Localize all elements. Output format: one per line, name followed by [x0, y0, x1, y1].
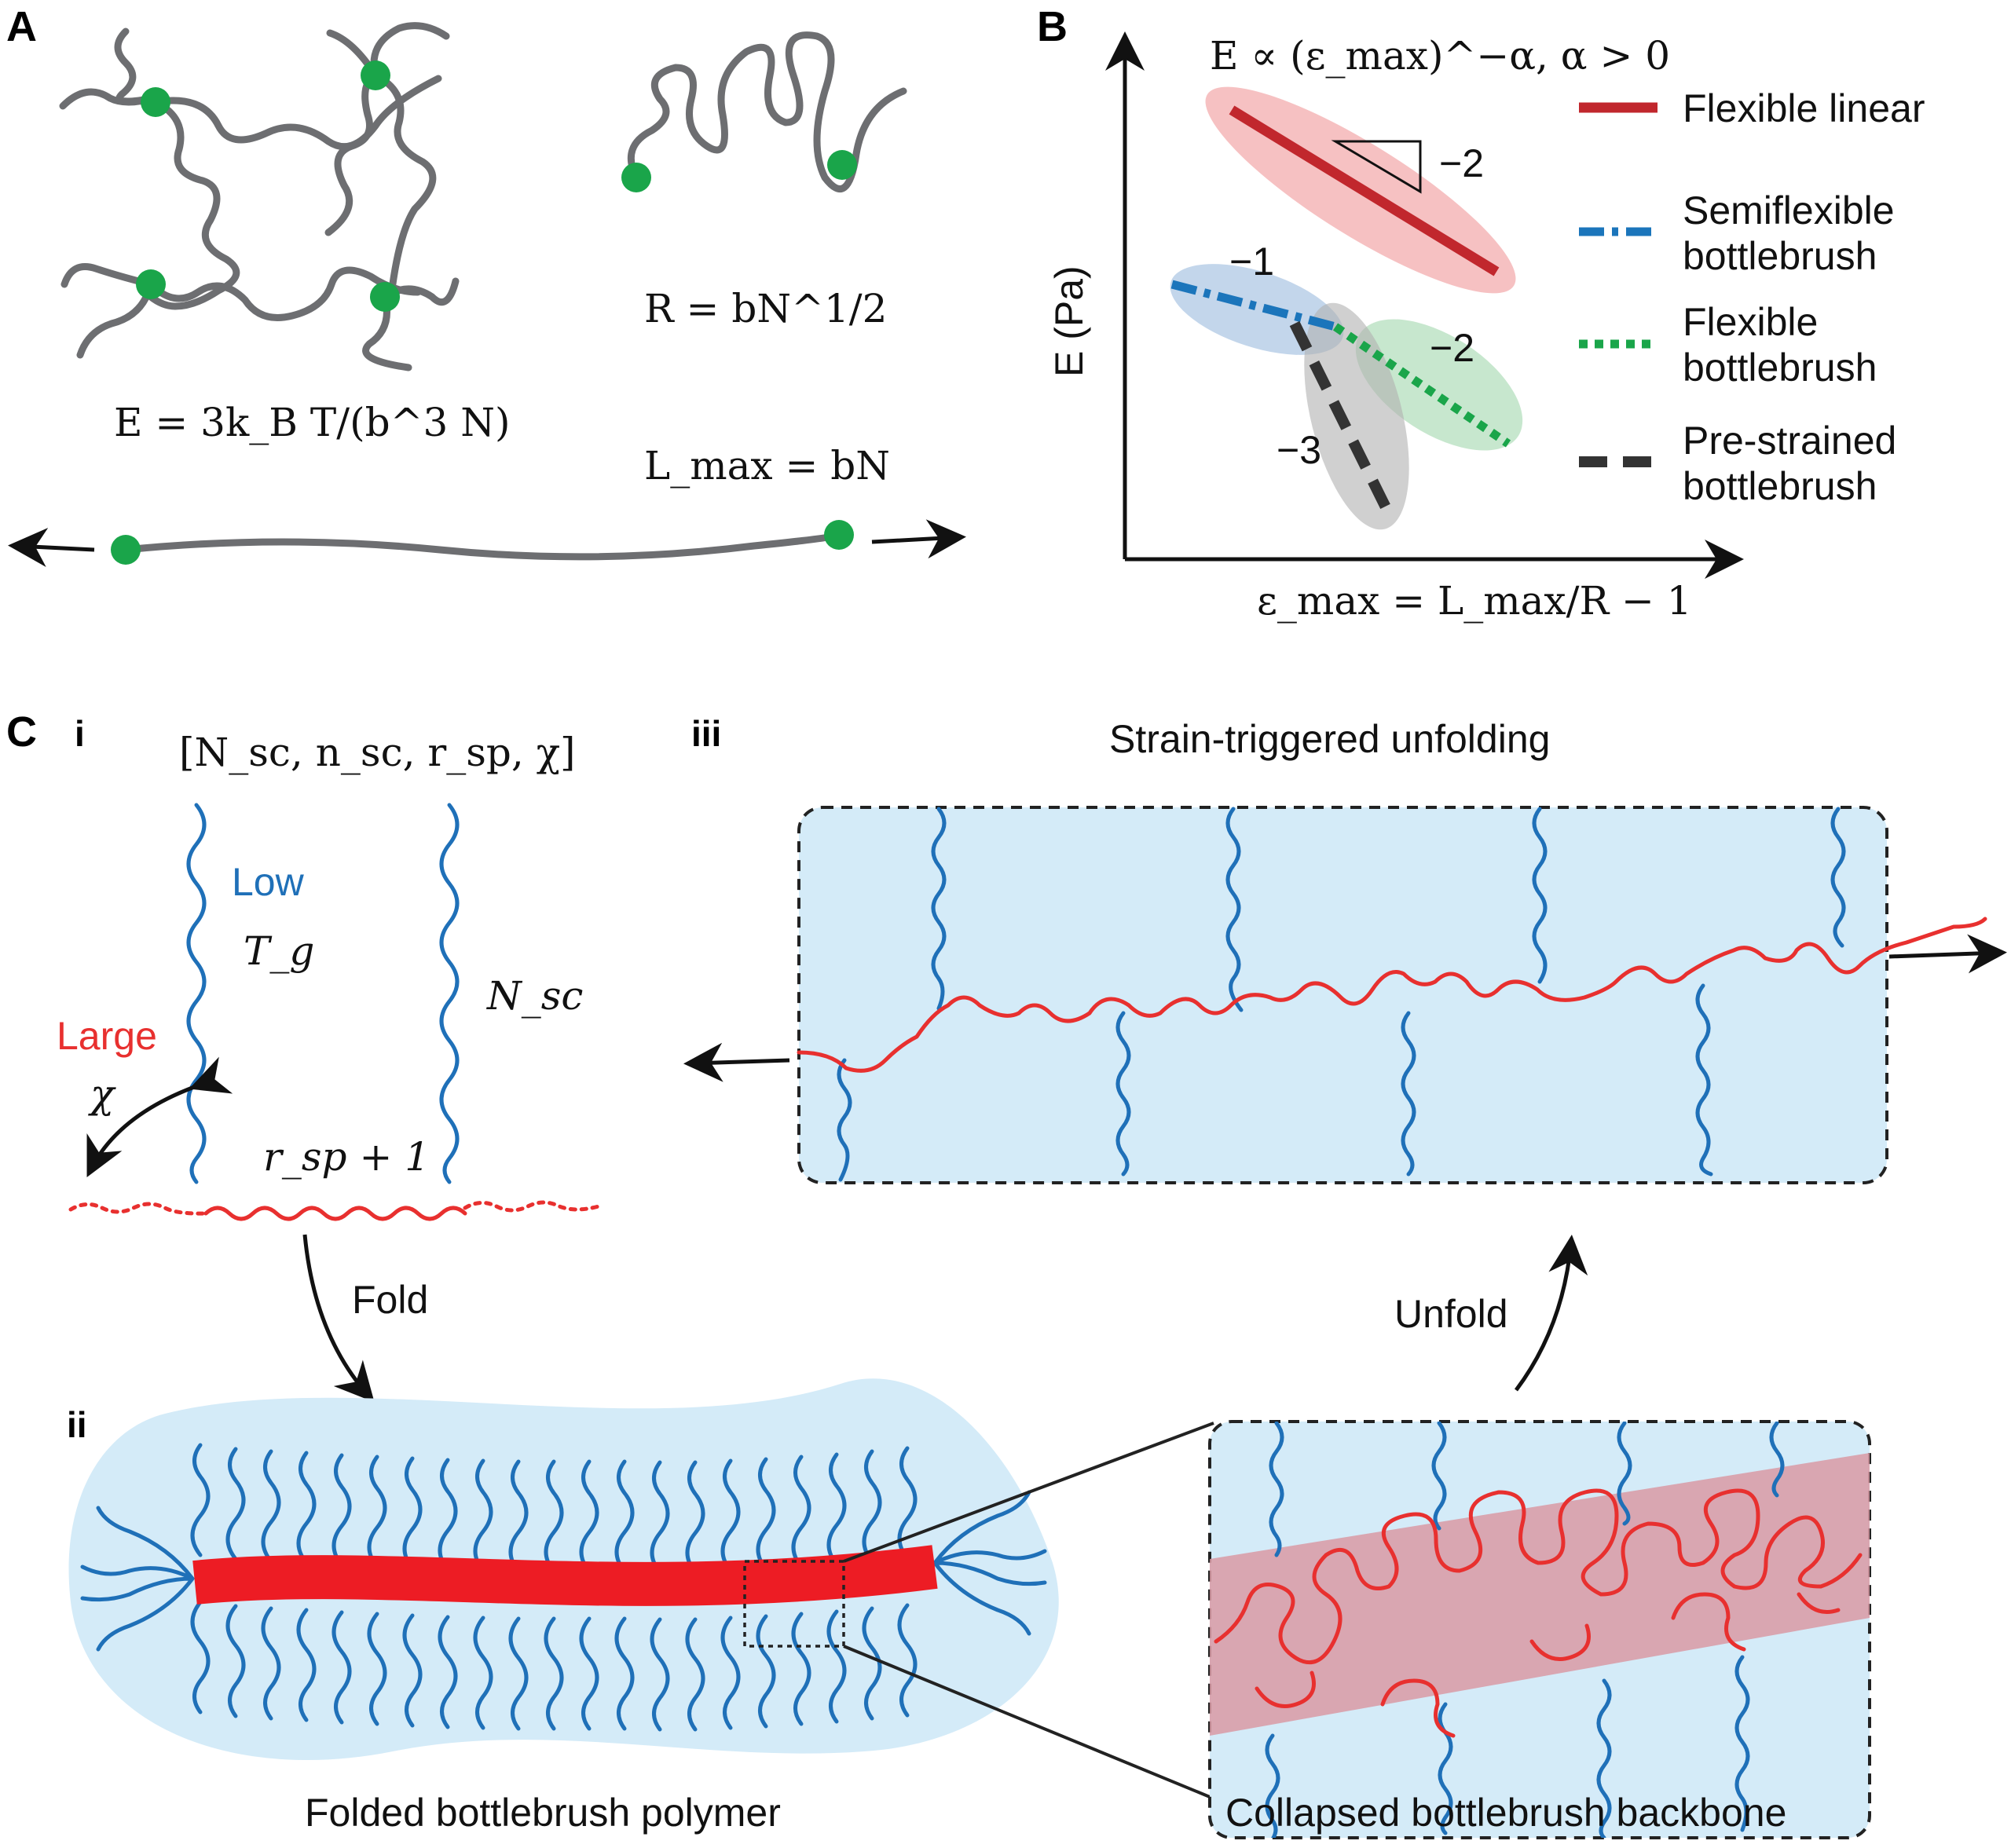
sub-iii-label: iii	[691, 713, 721, 754]
backbone-segment	[203, 1206, 467, 1221]
tg-label: T_g	[244, 928, 314, 974]
backbone-continuation-right	[463, 1200, 601, 1213]
collapsed-backbone	[1214, 1488, 1863, 1665]
panel-b-label: B	[1037, 3, 1068, 50]
legend-flexible-1: Flexible	[1683, 300, 1818, 344]
zoom-line-bottom	[843, 1645, 1214, 1800]
random-coil	[621, 31, 907, 192]
parameter-set: [N_sc, n_sc, r_sp, χ]	[179, 730, 576, 775]
chain-end-node	[111, 535, 141, 565]
contour-length-equation: L_max = bN	[644, 443, 890, 489]
prestrained-line	[1289, 320, 1397, 523]
zoom-line-top	[843, 1422, 1214, 1563]
unfold-arrow	[1514, 1235, 1588, 1392]
chain-end-node	[827, 150, 857, 180]
network-modulus-equation: E = 3k_B T/(b^3 N)	[114, 400, 511, 445]
flexible-bb-region	[1355, 319, 1523, 451]
panel-b: B E ∝ (ε_max)^−α, α > 0 E (Pa) ε_max = L…	[1037, 3, 1925, 624]
legend-flexible-2: bottlebrush	[1683, 346, 1877, 390]
panel-a-label: A	[6, 3, 37, 50]
stretched-chain	[8, 519, 966, 567]
collapsed-backbone-loops	[1255, 1592, 1841, 1738]
slope-linear: −2	[1439, 141, 1484, 185]
folded-caption: Folded bottlebrush polymer	[305, 1791, 781, 1835]
pull-left-arrow	[8, 528, 95, 567]
crosslink-node	[361, 60, 390, 90]
side-chain	[186, 803, 207, 1184]
unfolding-title: Strain-triggered unfolding	[1109, 717, 1550, 761]
flexible-linear-line	[1229, 105, 1500, 276]
legend-prestrained-1: Pre-strained	[1683, 419, 1896, 463]
sub-i-label: i	[75, 713, 85, 754]
collapsed-caption: Collapsed bottlebrush backbone	[1225, 1791, 1786, 1835]
legend-prestrained-2: bottlebrush	[1683, 464, 1877, 508]
fold-arrow	[302, 1234, 375, 1403]
polymer-network	[59, 22, 460, 371]
backbone-continuation-left	[68, 1202, 208, 1216]
pull-right-arrow	[871, 519, 966, 559]
side-chain	[439, 803, 460, 1184]
panel-c: C i iii ii [N_sc, n_sc, r_sp, χ] Low T_g…	[6, 708, 2007, 1839]
flexible-bb-line	[1332, 323, 1511, 448]
pull-left-arrow	[683, 1042, 790, 1082]
nsc-label: N_sc	[486, 973, 583, 1019]
chain-end-node	[621, 163, 651, 192]
unfolded-network-box	[797, 806, 1888, 1184]
collapsed-backbone-inner	[1210, 1422, 1870, 1838]
slope-triangle	[1331, 140, 1422, 194]
folded-side-chains	[80, 1443, 1047, 1732]
semiflexible-line	[1170, 280, 1337, 331]
unfold-label: Unfold	[1394, 1292, 1508, 1336]
sub-ii-label: ii	[67, 1404, 87, 1445]
legend-semiflexible-1: Semiflexible	[1683, 188, 1895, 232]
x-axis-label: ε_max = L_max/R − 1	[1257, 578, 1692, 624]
crosslink-node	[136, 269, 166, 299]
unfolded-side-chains	[837, 807, 1846, 1182]
pull-right-arrow	[1888, 934, 2007, 974]
panel-a: A E = 3k_B T/(b^3 N) R = bN^1/	[6, 3, 966, 567]
slope-prestrained: −3	[1277, 428, 1321, 472]
coil-size-equation: R = bN^1/2	[644, 286, 887, 331]
angle-arrow	[86, 1056, 233, 1177]
panel-c-label: C	[6, 708, 37, 756]
y-axis-label: E (Pa)	[1047, 265, 1091, 377]
slope-semiflexible: −1	[1229, 240, 1274, 284]
prestrained-region	[1304, 302, 1409, 530]
chain-end-node	[824, 520, 854, 550]
crosslink-node	[141, 87, 170, 117]
backbone-band	[1210, 1453, 1870, 1736]
legend-linear: Flexible linear	[1683, 86, 1925, 130]
unfolded-backbone	[797, 917, 1987, 1073]
spacing-label: r_sp + 1	[263, 1134, 430, 1180]
scaling-law: E ∝ (ε_max)^−α, α > 0	[1210, 33, 1670, 79]
folded-backbone	[192, 1545, 938, 1606]
slope-flexible-bb: −2	[1430, 326, 1474, 370]
crosslink-node	[370, 282, 400, 312]
fold-label: Fold	[352, 1278, 428, 1322]
chi-label: χ	[88, 1071, 116, 1117]
legend: Flexible linear Semiflexible bottlebrush…	[1579, 86, 1925, 508]
large-label: Large	[57, 1014, 157, 1058]
low-label: Low	[232, 860, 305, 904]
zoom-marker	[743, 1560, 845, 1648]
legend-semiflexible-2: bottlebrush	[1683, 234, 1877, 278]
